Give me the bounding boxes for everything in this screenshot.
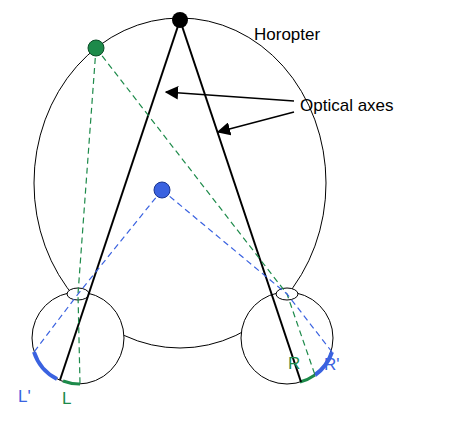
right-optical-axis <box>180 20 301 382</box>
blue-ray-right <box>162 190 332 352</box>
left-green-arc <box>63 381 80 384</box>
fixation-point <box>172 12 188 28</box>
left-eye <box>32 292 124 384</box>
blue-point <box>154 182 170 198</box>
left-optical-axis <box>60 20 180 380</box>
green-ray-right <box>96 48 315 375</box>
right-green-arc <box>300 375 315 382</box>
green-ray-left <box>78 48 96 384</box>
retina-label: L <box>62 390 71 407</box>
leader-arrow <box>218 112 294 132</box>
axes-label: Optical axes <box>300 97 394 114</box>
retina-label: R <box>288 355 300 372</box>
blue-ray-left <box>34 190 162 352</box>
retina-label: L' <box>18 388 31 405</box>
left-blue-arc <box>34 352 57 379</box>
leader-arrow <box>166 92 294 101</box>
retina-label: R' <box>324 356 340 373</box>
green-point <box>88 40 104 56</box>
circle-label: Horopter <box>254 26 320 43</box>
